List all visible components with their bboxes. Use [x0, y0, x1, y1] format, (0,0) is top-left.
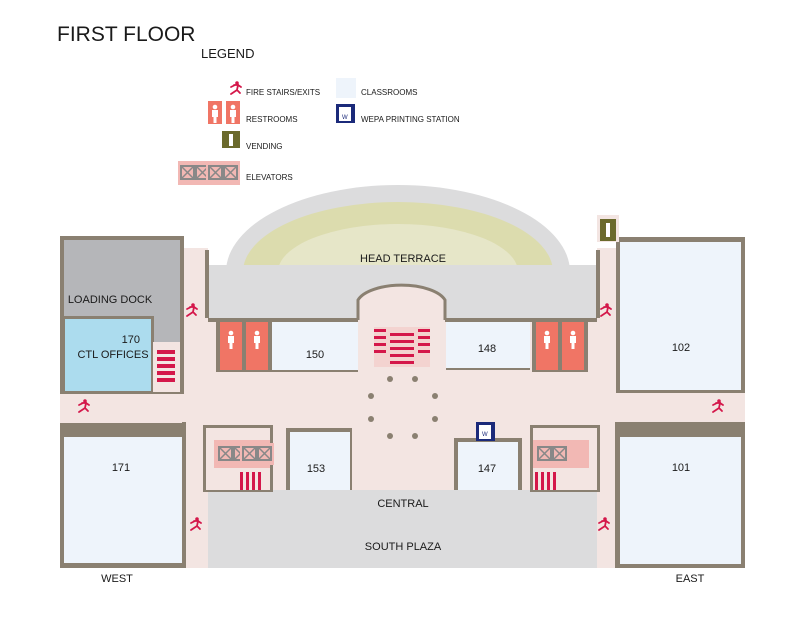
room-number-148: 148 [478, 343, 496, 355]
direction-east: EAST [676, 573, 705, 585]
label-central: CENTRAL [377, 498, 428, 510]
legend-restrooms: RESTROOMS [246, 115, 298, 124]
legend-elevators: ELEVATORS [246, 173, 293, 182]
vending-icon [222, 131, 240, 148]
upper-rooms: 150 148 [208, 283, 597, 439]
east-block: 102 101 [597, 215, 745, 568]
south-plaza [208, 490, 597, 568]
west-block: LOADING DOCK 170 CTL OFFICES 171 [60, 236, 185, 568]
elevator-icon [177, 161, 241, 185]
lower-rooms: 153 147 W [203, 422, 600, 492]
room-number-171: 171 [112, 462, 130, 474]
room-number-150: 150 [306, 349, 324, 361]
room-number-147: 147 [478, 463, 496, 475]
central-stairs-icon [374, 329, 430, 364]
page-title: FIRST FLOOR [57, 23, 195, 46]
vending-machine-icon [597, 215, 619, 242]
room-number-101: 101 [672, 462, 690, 474]
room-label-loading-dock: LOADING DOCK [68, 294, 153, 306]
legend-fire: FIRE STAIRS/EXITS [246, 88, 320, 97]
room-number-170: 170 [122, 334, 140, 346]
room-number-153: 153 [307, 463, 325, 475]
rotunda-columns [368, 376, 438, 439]
legend-heading: LEGEND [201, 46, 254, 61]
restroom-icon [208, 101, 240, 124]
legend: LEGEND FIRE STAIRS/EXITS RESTROOMS VENDI… [177, 46, 460, 185]
legend-wepa: WEPA PRINTING STATION [361, 115, 460, 124]
walls [182, 250, 619, 568]
room-label-head-terrace: HEAD TERRACE [360, 253, 446, 265]
direction-west: WEST [101, 573, 133, 585]
svg-text:W: W [482, 432, 488, 438]
label-south-plaza: SOUTH PLAZA [365, 541, 442, 553]
legend-classrooms: CLASSROOMS [361, 88, 417, 97]
legend-vending: VENDING [246, 142, 282, 151]
wepa-printer-icon: W [336, 104, 355, 123]
room-number-102: 102 [672, 342, 690, 354]
wepa-station-icon: W [476, 422, 495, 441]
room-label-ctl-offices: CTL OFFICES [77, 349, 148, 361]
classroom-swatch [336, 78, 356, 98]
svg-text:W: W [342, 115, 348, 121]
fire-exit-icon [230, 80, 242, 95]
head-terrace: HEAD TERRACE [208, 185, 598, 359]
